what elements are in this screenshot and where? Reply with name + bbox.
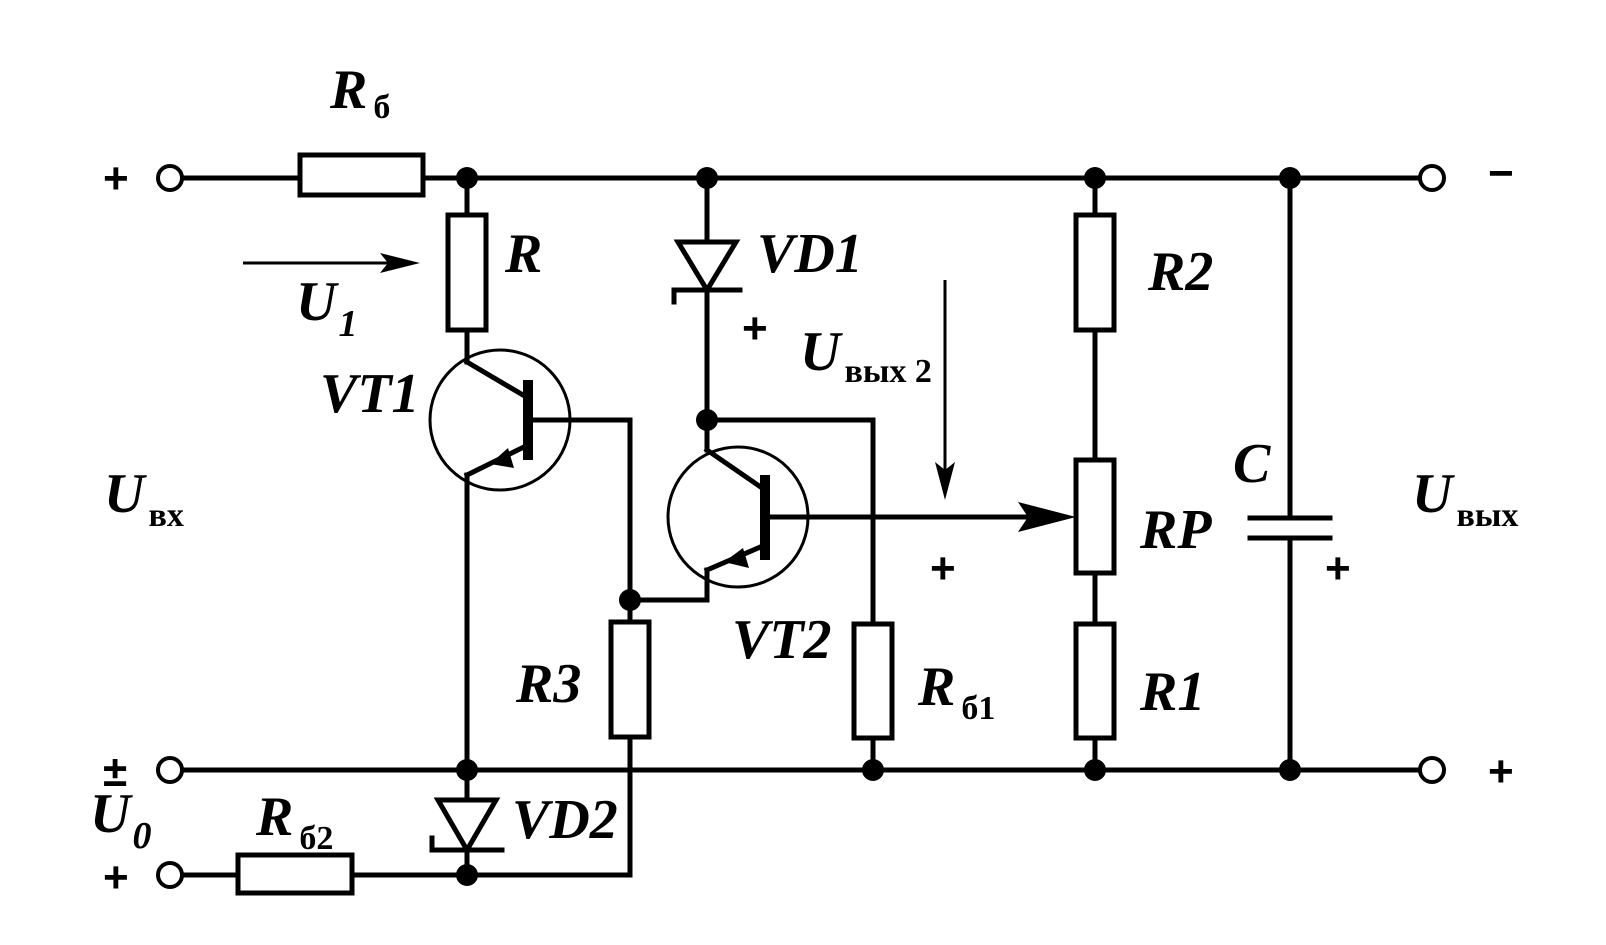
terminal-input-top bbox=[156, 164, 184, 192]
resistor-r3 bbox=[608, 619, 652, 740]
potentiometer-rp bbox=[1073, 457, 1117, 576]
label-u1: U1 bbox=[296, 271, 357, 345]
sign-input-middle: ± bbox=[103, 747, 127, 796]
resistor-rb1 bbox=[851, 621, 895, 741]
label-r1: R1 bbox=[1139, 661, 1205, 723]
sign-output-top: − bbox=[1488, 149, 1514, 198]
label-u0: U0 bbox=[90, 783, 151, 857]
resistor-rb bbox=[297, 152, 426, 198]
diode-vd1 bbox=[671, 239, 743, 305]
label-vt2: VT2 bbox=[732, 609, 832, 671]
label-vd1: VD1 bbox=[757, 223, 863, 285]
capacitor-c bbox=[1247, 515, 1333, 541]
label-c: C bbox=[1233, 433, 1271, 495]
rp-slider-arrowhead bbox=[1018, 502, 1076, 532]
label-r: R bbox=[504, 223, 542, 285]
label-vd2: VD2 bbox=[512, 789, 618, 851]
resistor-r2 bbox=[1073, 212, 1117, 333]
diode-vd2 bbox=[429, 797, 505, 855]
resistor-rb2 bbox=[235, 852, 355, 896]
resistor-r bbox=[445, 212, 489, 333]
sign-input-top: + bbox=[103, 154, 129, 203]
label-vt1: VT1 bbox=[320, 363, 420, 425]
resistor-r1 bbox=[1073, 621, 1117, 741]
terminal-input-middle bbox=[156, 756, 184, 784]
label-rp: RP bbox=[1139, 499, 1212, 561]
voltage-arrow-uvyx2 bbox=[935, 280, 955, 500]
sign-uvyx2-plus: + bbox=[930, 544, 956, 593]
terminal-output-bottom bbox=[1418, 756, 1446, 784]
sign-output-bottom: + bbox=[1488, 747, 1514, 796]
label-r2: R2 bbox=[1147, 241, 1213, 303]
transistor-vt2 bbox=[666, 445, 810, 589]
transistor-vt1 bbox=[428, 348, 572, 492]
junction-dots bbox=[456, 167, 1301, 886]
sign-capacitor-plus: + bbox=[1325, 544, 1351, 593]
terminal-output-top bbox=[1418, 164, 1446, 192]
terminal-input-bottom bbox=[156, 861, 184, 889]
label-r3: R3 bbox=[515, 653, 581, 715]
sign-vd1-plus: + bbox=[742, 304, 768, 353]
sign-input-bottom: + bbox=[103, 853, 129, 902]
voltage-arrow-u1 bbox=[243, 253, 420, 273]
